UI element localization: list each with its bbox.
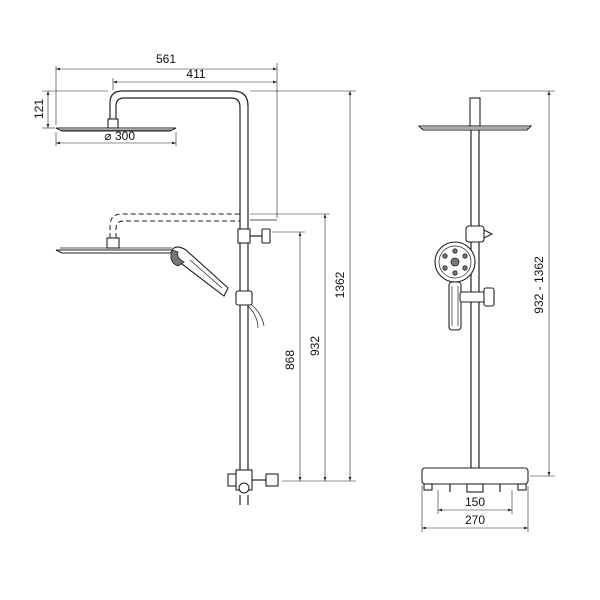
dim-270-label: 270: [465, 513, 485, 527]
dim-270: 270: [421, 486, 529, 532]
shower-arm-lower-position: [109, 213, 240, 238]
dim-932-1362-label: 932 - 1362: [532, 256, 546, 314]
dim-411-label: 411: [186, 67, 205, 81]
front-mixer-body: [421, 467, 529, 493]
shower-arm: [109, 90, 249, 470]
mixer-body: [227, 469, 279, 505]
dim-868-label: 868: [283, 350, 297, 370]
hand-shower: [170, 246, 265, 329]
front-view: 932 - 1362 150 270: [417, 90, 555, 532]
dim-932-1362: 932 - 1362: [480, 90, 555, 477]
dim-121: 121: [32, 90, 108, 129]
dim-411: 411: [112, 67, 277, 90]
dim-150: 150: [437, 490, 513, 514]
rain-shower-head-lower: [55, 237, 177, 254]
front-hand-shower: [434, 241, 476, 331]
dim-150-label: 150: [465, 495, 485, 509]
rain-shower-head: [55, 118, 177, 132]
dim-300: ⌀ 300: [55, 129, 177, 146]
dim-1362-label: 1362: [333, 271, 347, 298]
slide-holder: [235, 290, 253, 306]
diameter-symbol: ⌀: [104, 129, 111, 143]
dim-300-label: 300: [115, 129, 135, 143]
dim-561-label: 561: [156, 52, 176, 66]
front-slide-holder: [459, 287, 495, 307]
side-view: 561 411 121 ⌀ 300 1362: [32, 52, 356, 505]
dim-932-label: 932: [308, 336, 322, 356]
dim-121-label: 121: [32, 99, 46, 119]
front-diverter: [465, 225, 494, 243]
dim-561: 561: [55, 52, 278, 218]
dim-932: 932: [250, 213, 330, 481]
front-rain-head: [417, 97, 533, 131]
dim-1362: 1362: [250, 90, 356, 482]
dim-868: 868: [272, 231, 305, 481]
diverter-knob: [237, 219, 277, 244]
